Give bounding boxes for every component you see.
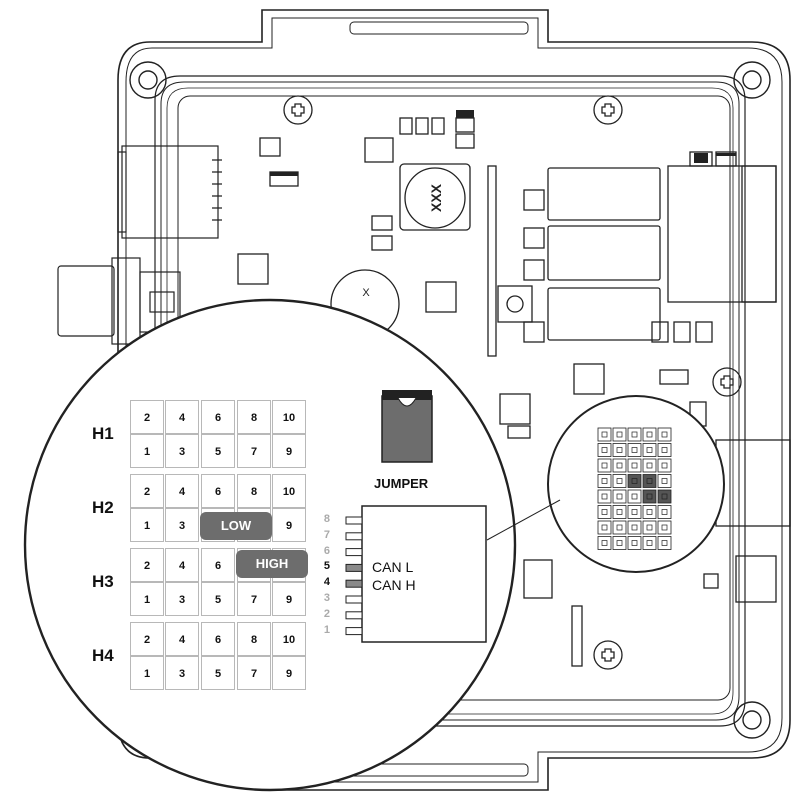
connector-pin-number: 8 <box>323 513 330 525</box>
header-pin: 6 <box>201 474 235 508</box>
connector-pin-number: 2 <box>323 607 330 620</box>
connector-pin-number: 6 <box>323 544 330 557</box>
small-header-magnifier <box>547 395 725 573</box>
connector-pin-stub <box>345 595 363 604</box>
can-l-label: CAN L <box>372 559 414 575</box>
header-pin: 8 <box>237 400 271 434</box>
header-pin: 9 <box>272 508 306 542</box>
header-pin: 6 <box>201 622 235 656</box>
header-pin: 2 <box>130 400 164 434</box>
jumper-high: HIGH <box>236 550 308 578</box>
header-pin: 4 <box>165 622 199 656</box>
connector-pin-stub <box>345 548 363 557</box>
connector-pin-number: 3 <box>323 592 330 604</box>
header-pin: 3 <box>165 656 199 690</box>
header-pin: 9 <box>272 656 306 690</box>
header-pin: 6 <box>201 548 235 582</box>
connector-pin-number: 4 <box>323 576 330 589</box>
header-pin: 5 <box>201 434 235 468</box>
header-pin: 2 <box>130 622 164 656</box>
header-pin: 9 <box>272 434 306 468</box>
header-pin: 1 <box>130 508 164 542</box>
header-pin: 4 <box>165 474 199 508</box>
connector-pin-number: 7 <box>323 528 330 541</box>
can-connector-body <box>361 505 487 643</box>
connector-pin-stub <box>345 563 363 572</box>
header-pin: 3 <box>165 582 199 616</box>
magnifier-leader <box>486 499 561 541</box>
connector-pin-number: 5 <box>323 560 330 573</box>
connector-pin-stub <box>345 579 363 588</box>
connector-pin-stub <box>345 516 363 525</box>
connector-pin-stub <box>345 627 363 636</box>
header-label-h3: H3 <box>92 572 114 591</box>
header-pin: 2 <box>130 474 164 508</box>
header-pin: 6 <box>201 400 235 434</box>
header-pin: 7 <box>237 434 271 468</box>
jumper-legend-label: JUMPER <box>374 476 429 491</box>
chip-marking: XXX <box>428 183 444 212</box>
jumper-low: LOW <box>200 512 272 540</box>
header-pin: 2 <box>130 548 164 582</box>
inductor-marking: X <box>362 287 370 299</box>
header-pin: 5 <box>201 582 235 616</box>
header-label-h2: H2 <box>92 498 114 517</box>
components-top <box>237 117 791 667</box>
header-pin: 4 <box>165 548 199 582</box>
header-pin: 7 <box>237 656 271 690</box>
header-pin: 8 <box>237 474 271 508</box>
screws <box>283 95 742 670</box>
header-label-h1: H1 <box>92 424 114 443</box>
header-pin: 8 <box>237 622 271 656</box>
header-pin: 7 <box>237 582 271 616</box>
solid-chips <box>270 110 736 176</box>
header-pin: 4 <box>165 400 199 434</box>
header-pin: 9 <box>272 582 306 616</box>
header-pin: 1 <box>130 656 164 690</box>
enclosure-outline <box>117 9 791 791</box>
jumper-legend-icon <box>381 390 433 463</box>
header-pin: 1 <box>130 434 164 468</box>
can-h-label: CAN H <box>372 577 416 593</box>
mounting-holes <box>129 61 771 739</box>
header-pin: 10 <box>272 474 306 508</box>
header-pin: 1 <box>130 582 164 616</box>
small-header-grid <box>597 427 672 550</box>
connector-pin-number: 1 <box>323 623 330 636</box>
left-connectors <box>57 145 222 345</box>
connector-pin-stub <box>345 532 363 541</box>
header-pin: 3 <box>165 508 199 542</box>
connector-pin-stubs <box>345 516 363 636</box>
header-pin: 5 <box>201 656 235 690</box>
header-pin: 10 <box>272 400 306 434</box>
header-pin: 10 <box>272 622 306 656</box>
header-pin: 3 <box>165 434 199 468</box>
connector-pin-stub <box>345 611 363 620</box>
header-label-h4: H4 <box>92 646 114 665</box>
